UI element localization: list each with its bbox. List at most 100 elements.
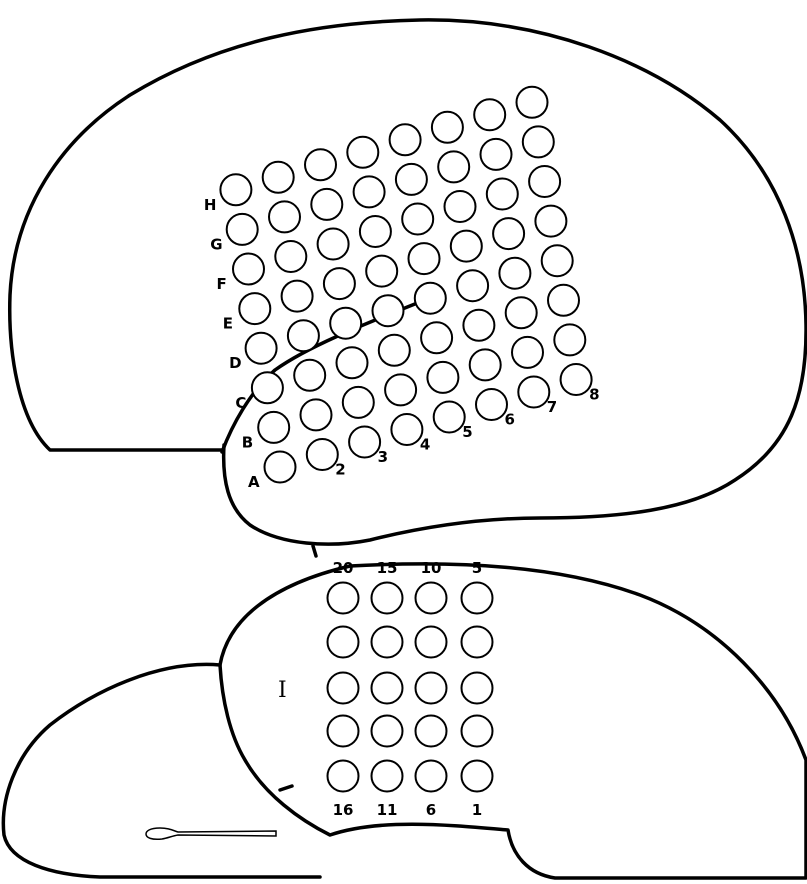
electrode-D8: [542, 245, 573, 276]
electrode-C5: [421, 322, 452, 353]
column-label-8: 8: [589, 386, 599, 404]
lower-brain-temporal-outline: [3, 664, 320, 877]
electrode-E1: [239, 293, 270, 324]
electrode-B2: [301, 399, 332, 430]
electrode-C2: [294, 360, 325, 391]
strip-top-label-10: 10: [421, 559, 442, 577]
electrode-A8: [561, 364, 592, 395]
lower-brain-notch: [280, 786, 292, 790]
strip-bottom-label-11: 11: [377, 801, 398, 819]
electrode-F8: [529, 166, 560, 197]
column-label-3: 3: [378, 448, 388, 466]
row-label-G: G: [210, 235, 222, 253]
electrode-D3: [330, 308, 361, 339]
electrode-A1: [265, 452, 296, 483]
strip-electrode-9: [416, 627, 447, 658]
row-label-H: H: [204, 196, 217, 214]
lower-brain-outline: [220, 564, 806, 878]
electrode-H1: [220, 174, 251, 205]
row-label-E: E: [223, 315, 233, 333]
electrode-G4: [354, 176, 385, 207]
column-label-7: 7: [547, 398, 557, 416]
electrode-F5: [402, 204, 433, 235]
strip-bottom-label-6: 6: [426, 801, 436, 819]
electrode-H7: [474, 99, 505, 130]
electrode-G5: [396, 164, 427, 195]
electrode-H2: [263, 162, 294, 193]
electrode-E2: [282, 281, 313, 312]
strip-electrode-8: [416, 673, 447, 704]
electrode-E5: [409, 243, 440, 274]
strip-top-label-5: 5: [472, 559, 482, 577]
electrode-E7: [493, 218, 524, 249]
row-label-F: F: [217, 275, 227, 293]
electrode-B8: [554, 324, 585, 355]
electrode-F3: [318, 229, 349, 260]
strip-electrode-18: [328, 673, 359, 704]
row-label-D: D: [229, 354, 241, 372]
electrode-G6: [438, 151, 469, 182]
upper-brain-small-tick: [313, 546, 316, 556]
column-label-6: 6: [505, 411, 515, 429]
lower-electrode-strip: [328, 583, 493, 792]
electrode-E8: [535, 206, 566, 237]
electrode-B4: [385, 374, 416, 405]
electrode-F6: [445, 191, 476, 222]
electrode-E4: [366, 256, 397, 287]
electrode-H6: [432, 112, 463, 143]
electrode-D6: [457, 270, 488, 301]
strip-electrode-20: [328, 583, 359, 614]
strip-label-I: I: [278, 678, 287, 703]
electrode-H3: [305, 149, 336, 180]
strip-electrode-12: [372, 716, 403, 747]
strip-electrode-11: [372, 761, 403, 792]
row-label-B: B: [242, 433, 253, 451]
strip-bottom-label-16: 16: [333, 801, 354, 819]
electrode-G8: [523, 126, 554, 157]
strip-top-label-20: 20: [333, 559, 354, 577]
electrode-A2: [307, 439, 338, 470]
electrode-B1: [258, 412, 289, 443]
electrode-E3: [324, 268, 355, 299]
electrode-A4: [391, 414, 422, 445]
strip-electrode-15: [372, 583, 403, 614]
electrode-B5: [427, 362, 458, 393]
electrode-C6: [463, 310, 494, 341]
column-label-2: 2: [335, 461, 345, 479]
strip-electrode-1: [462, 761, 493, 792]
electrode-G3: [311, 189, 342, 220]
electrode-F1: [233, 254, 264, 285]
electrode-B6: [470, 349, 501, 380]
electrode-C1: [252, 372, 283, 403]
strip-electrode-6: [416, 761, 447, 792]
electrode-A6: [476, 389, 507, 420]
strip-electrode-16: [328, 761, 359, 792]
electrode-G1: [227, 214, 258, 245]
strip-electrode-19: [328, 627, 359, 658]
column-label-4: 4: [420, 436, 430, 454]
electrode-F2: [275, 241, 306, 272]
electrode-H5: [390, 124, 421, 155]
strip-electrode-13: [372, 673, 403, 704]
upper-electrode-grid: [220, 87, 591, 483]
upper-brain-outline: [10, 20, 806, 544]
strip-electrode-14: [372, 627, 403, 658]
electrode-D5: [415, 283, 446, 314]
electrode-C4: [379, 335, 410, 366]
strip-electrode-10: [416, 583, 447, 614]
strip-electrode-4: [462, 627, 493, 658]
electrode-F4: [360, 216, 391, 247]
electrode-B3: [343, 387, 374, 418]
electrode-E6: [451, 231, 482, 262]
electrode-D1: [246, 333, 277, 364]
electrode-D4: [373, 295, 404, 326]
scale-bar: [146, 828, 276, 839]
column-label-5: 5: [462, 423, 472, 441]
strip-electrode-7: [416, 716, 447, 747]
electrode-A7: [518, 377, 549, 408]
electrode-H4: [347, 137, 378, 168]
electrode-G7: [481, 139, 512, 170]
strip-bottom-label-1: 1: [472, 801, 482, 819]
strip-electrode-17: [328, 716, 359, 747]
row-label-C: C: [235, 394, 246, 412]
